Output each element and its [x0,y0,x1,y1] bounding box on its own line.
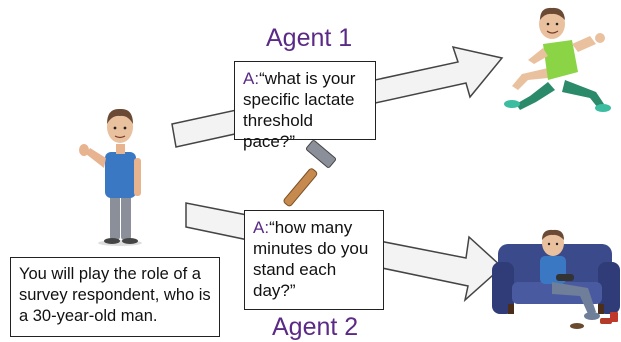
runner-avatar [504,7,611,112]
agent-2-prefix: A: [253,218,270,237]
respondent-prompt-text: You will play the role of a survey respo… [19,265,211,325]
agent-1-title: Agent 1 [266,24,353,52]
respondent-prompt-box: You will play the role of a survey respo… [10,257,220,337]
agent-1-question-box: A:“what is your specific lactate thresho… [234,61,376,151]
agent-1-question: “what is your specific lactate threshold… [243,69,356,151]
couch-gamer-avatar [492,229,620,329]
hammer-icon [283,140,337,207]
agent-2-title: Agent 2 [272,313,359,341]
agent-2-question-box: A:“how many minutes do you stand each da… [244,210,384,310]
agent-2-question: “how many minutes do you stand each day?… [253,218,369,300]
agent-1-prefix: A: [243,69,260,88]
respondent-avatar [79,108,142,246]
